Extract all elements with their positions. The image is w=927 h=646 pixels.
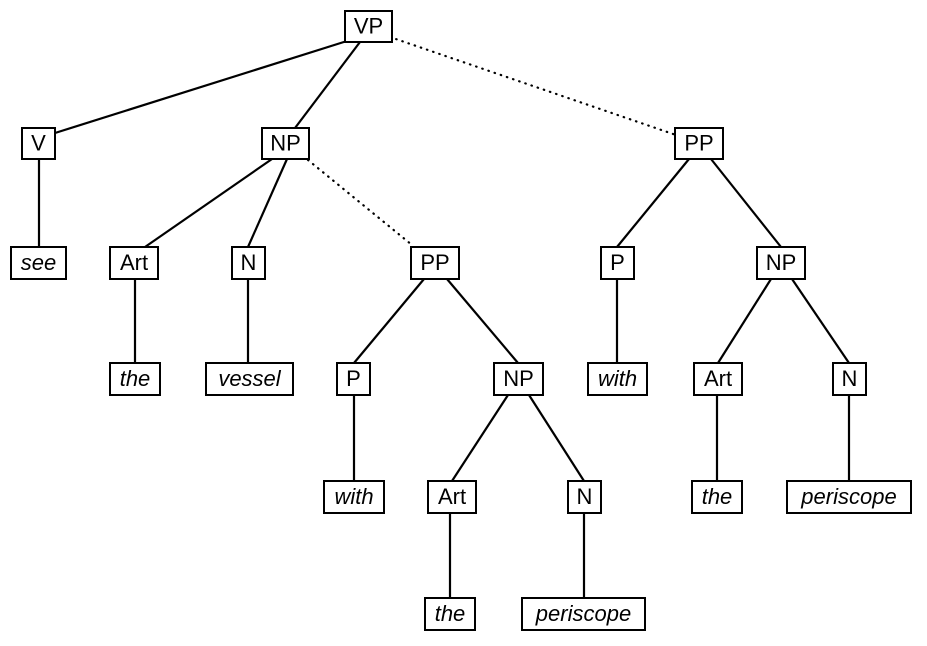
tree-edge-np_low-to-art_low	[451, 394, 509, 482]
tree-edge-np1-to-n1	[246, 158, 289, 248]
node-box-np_low[interactable]	[493, 362, 544, 396]
node-label-art1: Art	[120, 250, 148, 275]
node-box-p_low[interactable]	[336, 362, 371, 396]
node-label-pp_low: PP	[420, 250, 449, 275]
tree-node-np_low[interactable]: NP	[493, 362, 544, 396]
tree-node-the_high[interactable]: the	[691, 480, 743, 514]
node-box-n_low[interactable]	[567, 480, 602, 514]
node-label-see: see	[21, 250, 56, 275]
tree-edge-pp_low-to-np_low	[446, 278, 519, 364]
node-label-art_high: Art	[704, 366, 732, 391]
node-box-p_high[interactable]	[600, 246, 635, 280]
node-label-np_low: NP	[503, 366, 534, 391]
tree-node-vessel[interactable]: vessel	[205, 362, 294, 396]
node-label-vessel: vessel	[218, 366, 281, 391]
node-box-np1[interactable]	[261, 127, 310, 160]
tree-edge-np_high-to-art_high	[717, 278, 772, 364]
node-label-np1: NP	[270, 130, 301, 155]
node-box-the_low[interactable]	[424, 597, 476, 631]
node-label-persc_hi: periscope	[800, 484, 896, 509]
tree-node-np1[interactable]: NP	[261, 127, 310, 160]
node-label-n1: N	[241, 250, 257, 275]
node-label-p_high: P	[610, 250, 625, 275]
node-label-with_low: with	[334, 484, 373, 509]
tree-node-n_high[interactable]: N	[832, 362, 867, 396]
tree-node-persc_hi[interactable]: periscope	[786, 480, 912, 514]
tree-node-vp[interactable]: VP	[344, 10, 393, 43]
node-box-pp_high[interactable]	[674, 127, 724, 160]
tree-node-v[interactable]: V	[21, 127, 56, 160]
node-box-with_low[interactable]	[323, 480, 385, 514]
node-label-vp: VP	[354, 13, 383, 38]
node-box-v[interactable]	[21, 127, 56, 160]
tree-node-art1[interactable]: Art	[109, 246, 159, 280]
tree-node-np_high[interactable]: NP	[756, 246, 806, 280]
tree-node-art_high[interactable]: Art	[693, 362, 743, 396]
tree-edge-vp-to-pp_high	[388, 35, 678, 137]
tree-edge-vp-to-v	[54, 39, 348, 135]
tree-edge-pp_high-to-np_high	[710, 158, 782, 248]
tree-node-persc_lo[interactable]: periscope	[521, 597, 646, 631]
tree-edge-np1-to-art1	[144, 158, 273, 248]
node-box-the1[interactable]	[109, 362, 161, 396]
node-label-pp_high: PP	[684, 130, 713, 155]
tree-node-with_high[interactable]: with	[587, 362, 648, 396]
node-box-the_high[interactable]	[691, 480, 743, 514]
tree-edge-pp_low-to-p_low	[353, 278, 425, 364]
tree-node-see[interactable]: see	[10, 246, 67, 280]
tree-node-p_low[interactable]: P	[336, 362, 371, 396]
node-label-np_high: NP	[766, 250, 797, 275]
tree-node-art_low[interactable]: Art	[427, 480, 477, 514]
node-label-n_high: N	[842, 366, 858, 391]
node-label-art_low: Art	[438, 484, 466, 509]
node-box-persc_hi[interactable]	[786, 480, 912, 514]
node-box-art_high[interactable]	[693, 362, 743, 396]
tree-node-p_high[interactable]: P	[600, 246, 635, 280]
edge-layer	[37, 35, 851, 598]
node-box-vp[interactable]	[344, 10, 393, 43]
node-box-art1[interactable]	[109, 246, 159, 280]
node-box-pp_low[interactable]	[410, 246, 460, 280]
tree-edge-np1-to-pp_low	[306, 158, 414, 247]
node-box-persc_lo[interactable]	[521, 597, 646, 631]
node-box-n1[interactable]	[231, 246, 266, 280]
node-box-see[interactable]	[10, 246, 67, 280]
tree-node-n_low[interactable]: N	[567, 480, 602, 514]
node-label-p_low: P	[346, 366, 361, 391]
node-label-the_high: the	[702, 484, 733, 509]
tree-node-pp_low[interactable]: PP	[410, 246, 460, 280]
node-box-vessel[interactable]	[205, 362, 294, 396]
node-box-art_low[interactable]	[427, 480, 477, 514]
node-label-n_low: N	[577, 484, 593, 509]
node-label-the1: the	[120, 366, 151, 391]
tree-node-n1[interactable]: N	[231, 246, 266, 280]
node-label-with_high: with	[598, 366, 637, 391]
node-label-the_low: the	[435, 601, 466, 626]
tree-node-pp_high[interactable]: PP	[674, 127, 724, 160]
tree-node-the1[interactable]: the	[109, 362, 161, 396]
tree-edge-vp-to-np1	[294, 41, 361, 129]
node-box-with_high[interactable]	[587, 362, 648, 396]
node-box-n_high[interactable]	[832, 362, 867, 396]
node-box-np_high[interactable]	[756, 246, 806, 280]
tree-node-the_low[interactable]: the	[424, 597, 476, 631]
tree-edge-np_high-to-n_high	[791, 278, 850, 364]
tree-edge-pp_high-to-p_high	[616, 158, 690, 248]
tree-node-with_low[interactable]: with	[323, 480, 385, 514]
node-label-v: V	[31, 130, 46, 155]
tree-edge-np_low-to-n_low	[528, 394, 585, 482]
node-label-persc_lo: periscope	[535, 601, 631, 626]
